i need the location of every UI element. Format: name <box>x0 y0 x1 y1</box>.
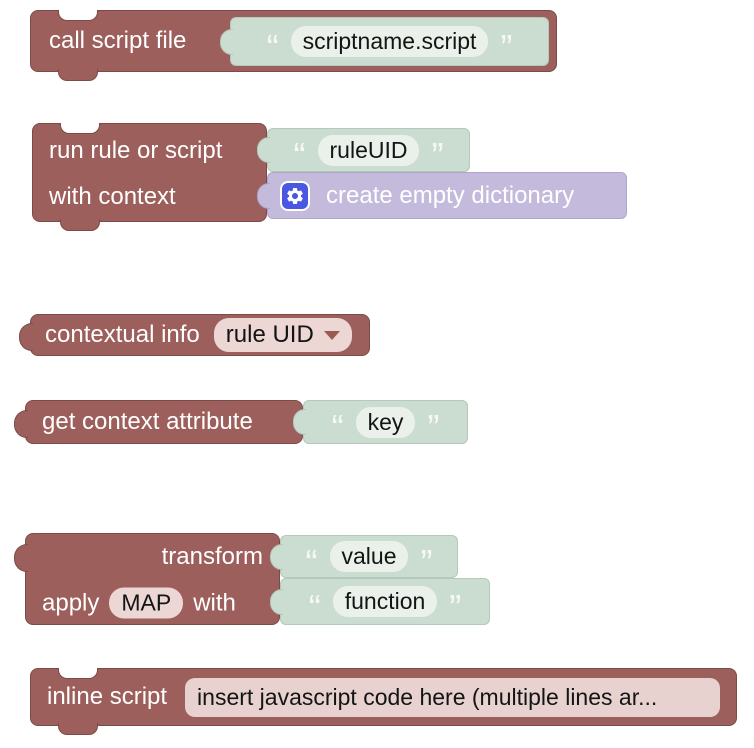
open-quote-icon: “ <box>266 26 279 68</box>
string-block-function[interactable]: “ function ” <box>270 578 490 628</box>
string-block-key[interactable]: “ key ” <box>293 400 468 448</box>
dropdown-value: rule UID <box>225 321 314 348</box>
close-quote-icon: ” <box>500 26 513 68</box>
script-name-field[interactable]: scriptname.script <box>290 26 489 57</box>
string-block-scriptname[interactable]: “ scriptname.script ” <box>220 17 549 68</box>
dictionary-label: create empty dictionary <box>326 181 575 209</box>
inline-script-code-field[interactable]: insert javascript code here (multiple li… <box>185 677 720 717</box>
block-label: contextual info <box>45 321 200 348</box>
block-inline-script[interactable]: inline script insert javascript code her… <box>30 668 737 735</box>
close-quote-icon: ” <box>431 135 444 176</box>
output-tab <box>14 410 28 438</box>
bottom-tab <box>58 69 98 81</box>
output-tab <box>14 544 28 572</box>
open-quote-icon: “ <box>305 541 318 583</box>
key-field[interactable]: key <box>355 406 416 438</box>
block-label: get context attribute <box>42 408 253 435</box>
apply-row: apply MAP with <box>42 587 236 619</box>
block-label: call script file <box>49 27 187 54</box>
dictionary-block[interactable]: create empty dictionary <box>257 172 627 219</box>
top-notch <box>58 10 98 21</box>
block-contextual-info[interactable]: contextual info rule UID <box>19 314 370 356</box>
top-notch <box>60 123 100 134</box>
string-block-value[interactable]: “ value ” <box>270 535 458 583</box>
block-transform[interactable]: transform apply MAP with <box>14 533 280 625</box>
output-tab <box>19 323 33 351</box>
open-quote-icon: “ <box>293 135 306 176</box>
block-label: inline script <box>47 683 168 710</box>
open-quote-icon: “ <box>331 407 344 448</box>
gear-icon[interactable] <box>280 180 310 211</box>
close-quote-icon: ” <box>427 407 440 448</box>
bottom-tab <box>58 723 98 735</box>
transformation-type-field[interactable]: MAP <box>109 587 184 619</box>
chevron-down-icon <box>323 330 340 340</box>
top-notch <box>58 668 98 679</box>
block-get-context-attribute[interactable]: get context attribute <box>14 400 303 444</box>
string-block-ruleuid[interactable]: “ ruleUID ” <box>257 128 470 176</box>
block-run-rule-or-script[interactable]: run rule or script with context <box>32 123 267 231</box>
function-field[interactable]: function <box>332 586 438 617</box>
transform-label: transform <box>161 543 263 570</box>
close-quote-icon: ” <box>449 586 462 628</box>
apply-label: apply <box>42 589 100 616</box>
with-label: with <box>193 589 236 616</box>
with-context-label: with context <box>49 183 176 210</box>
bottom-tab <box>60 219 100 231</box>
contextual-info-dropdown[interactable]: rule UID <box>213 318 352 352</box>
block-label: run rule or script <box>49 137 223 164</box>
value-field[interactable]: value <box>329 541 409 572</box>
close-quote-icon: ” <box>420 541 433 583</box>
open-quote-icon: “ <box>308 586 321 628</box>
rule-uid-field[interactable]: ruleUID <box>317 134 420 166</box>
